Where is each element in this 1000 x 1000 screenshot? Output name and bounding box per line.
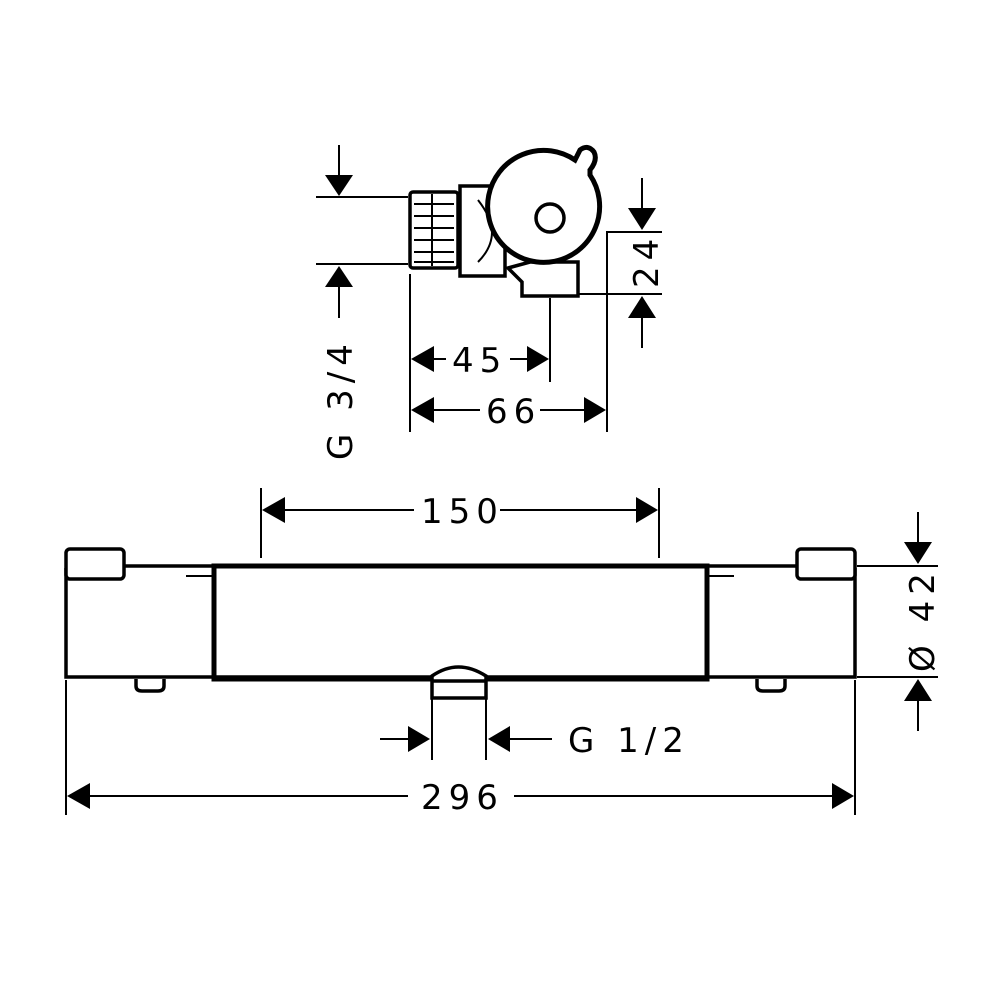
arrow-296-right xyxy=(832,783,854,809)
label-66: 66 xyxy=(486,392,541,432)
label-296: 296 xyxy=(421,778,504,818)
dim-45-66: 45 66 xyxy=(409,232,608,432)
arrow-g12-right xyxy=(488,726,510,752)
arrow-g34-bottom xyxy=(325,266,353,287)
front-left-foot xyxy=(134,679,166,693)
arrow-66-left xyxy=(411,397,434,423)
side-view xyxy=(408,144,603,298)
side-outlet xyxy=(504,260,580,298)
dim-24: 24 xyxy=(578,178,667,348)
arrow-g34-top xyxy=(325,175,353,196)
arrow-296-left xyxy=(67,783,90,809)
side-nut-threads xyxy=(414,194,454,266)
dim-296: 296 xyxy=(65,680,856,818)
arrow-150-left xyxy=(262,497,285,523)
arrow-42-top xyxy=(904,542,932,564)
label-42: Ø 42 xyxy=(903,567,943,672)
side-knob-center xyxy=(534,202,566,234)
label-g-3-4: G 3/4 xyxy=(321,338,361,460)
dim-g-1-2: G 1/2 xyxy=(380,698,690,761)
front-center-sleeve xyxy=(211,563,710,682)
arrow-45-right xyxy=(527,346,549,372)
label-150: 150 xyxy=(421,492,504,532)
arrow-150-right xyxy=(636,497,658,523)
side-nut xyxy=(408,190,460,270)
arrow-g12-left xyxy=(408,726,430,752)
arrow-66-right xyxy=(584,397,606,423)
dim-g-3-4: G 3/4 xyxy=(316,145,408,460)
label-45: 45 xyxy=(452,341,507,381)
front-left-cap xyxy=(64,547,126,581)
front-view xyxy=(64,547,857,700)
arrow-24-bottom xyxy=(628,296,656,318)
dim-42: Ø 42 xyxy=(857,512,943,731)
front-right-foot xyxy=(755,679,787,693)
front-body xyxy=(64,568,857,679)
arrow-45-left xyxy=(411,346,434,372)
dim-150: 150 xyxy=(260,488,660,558)
label-g-1-2: G 1/2 xyxy=(568,721,690,761)
label-24: 24 xyxy=(627,233,667,288)
arrow-24-top xyxy=(628,208,656,230)
arrow-42-bottom xyxy=(904,679,932,701)
front-right-cap xyxy=(795,547,857,581)
